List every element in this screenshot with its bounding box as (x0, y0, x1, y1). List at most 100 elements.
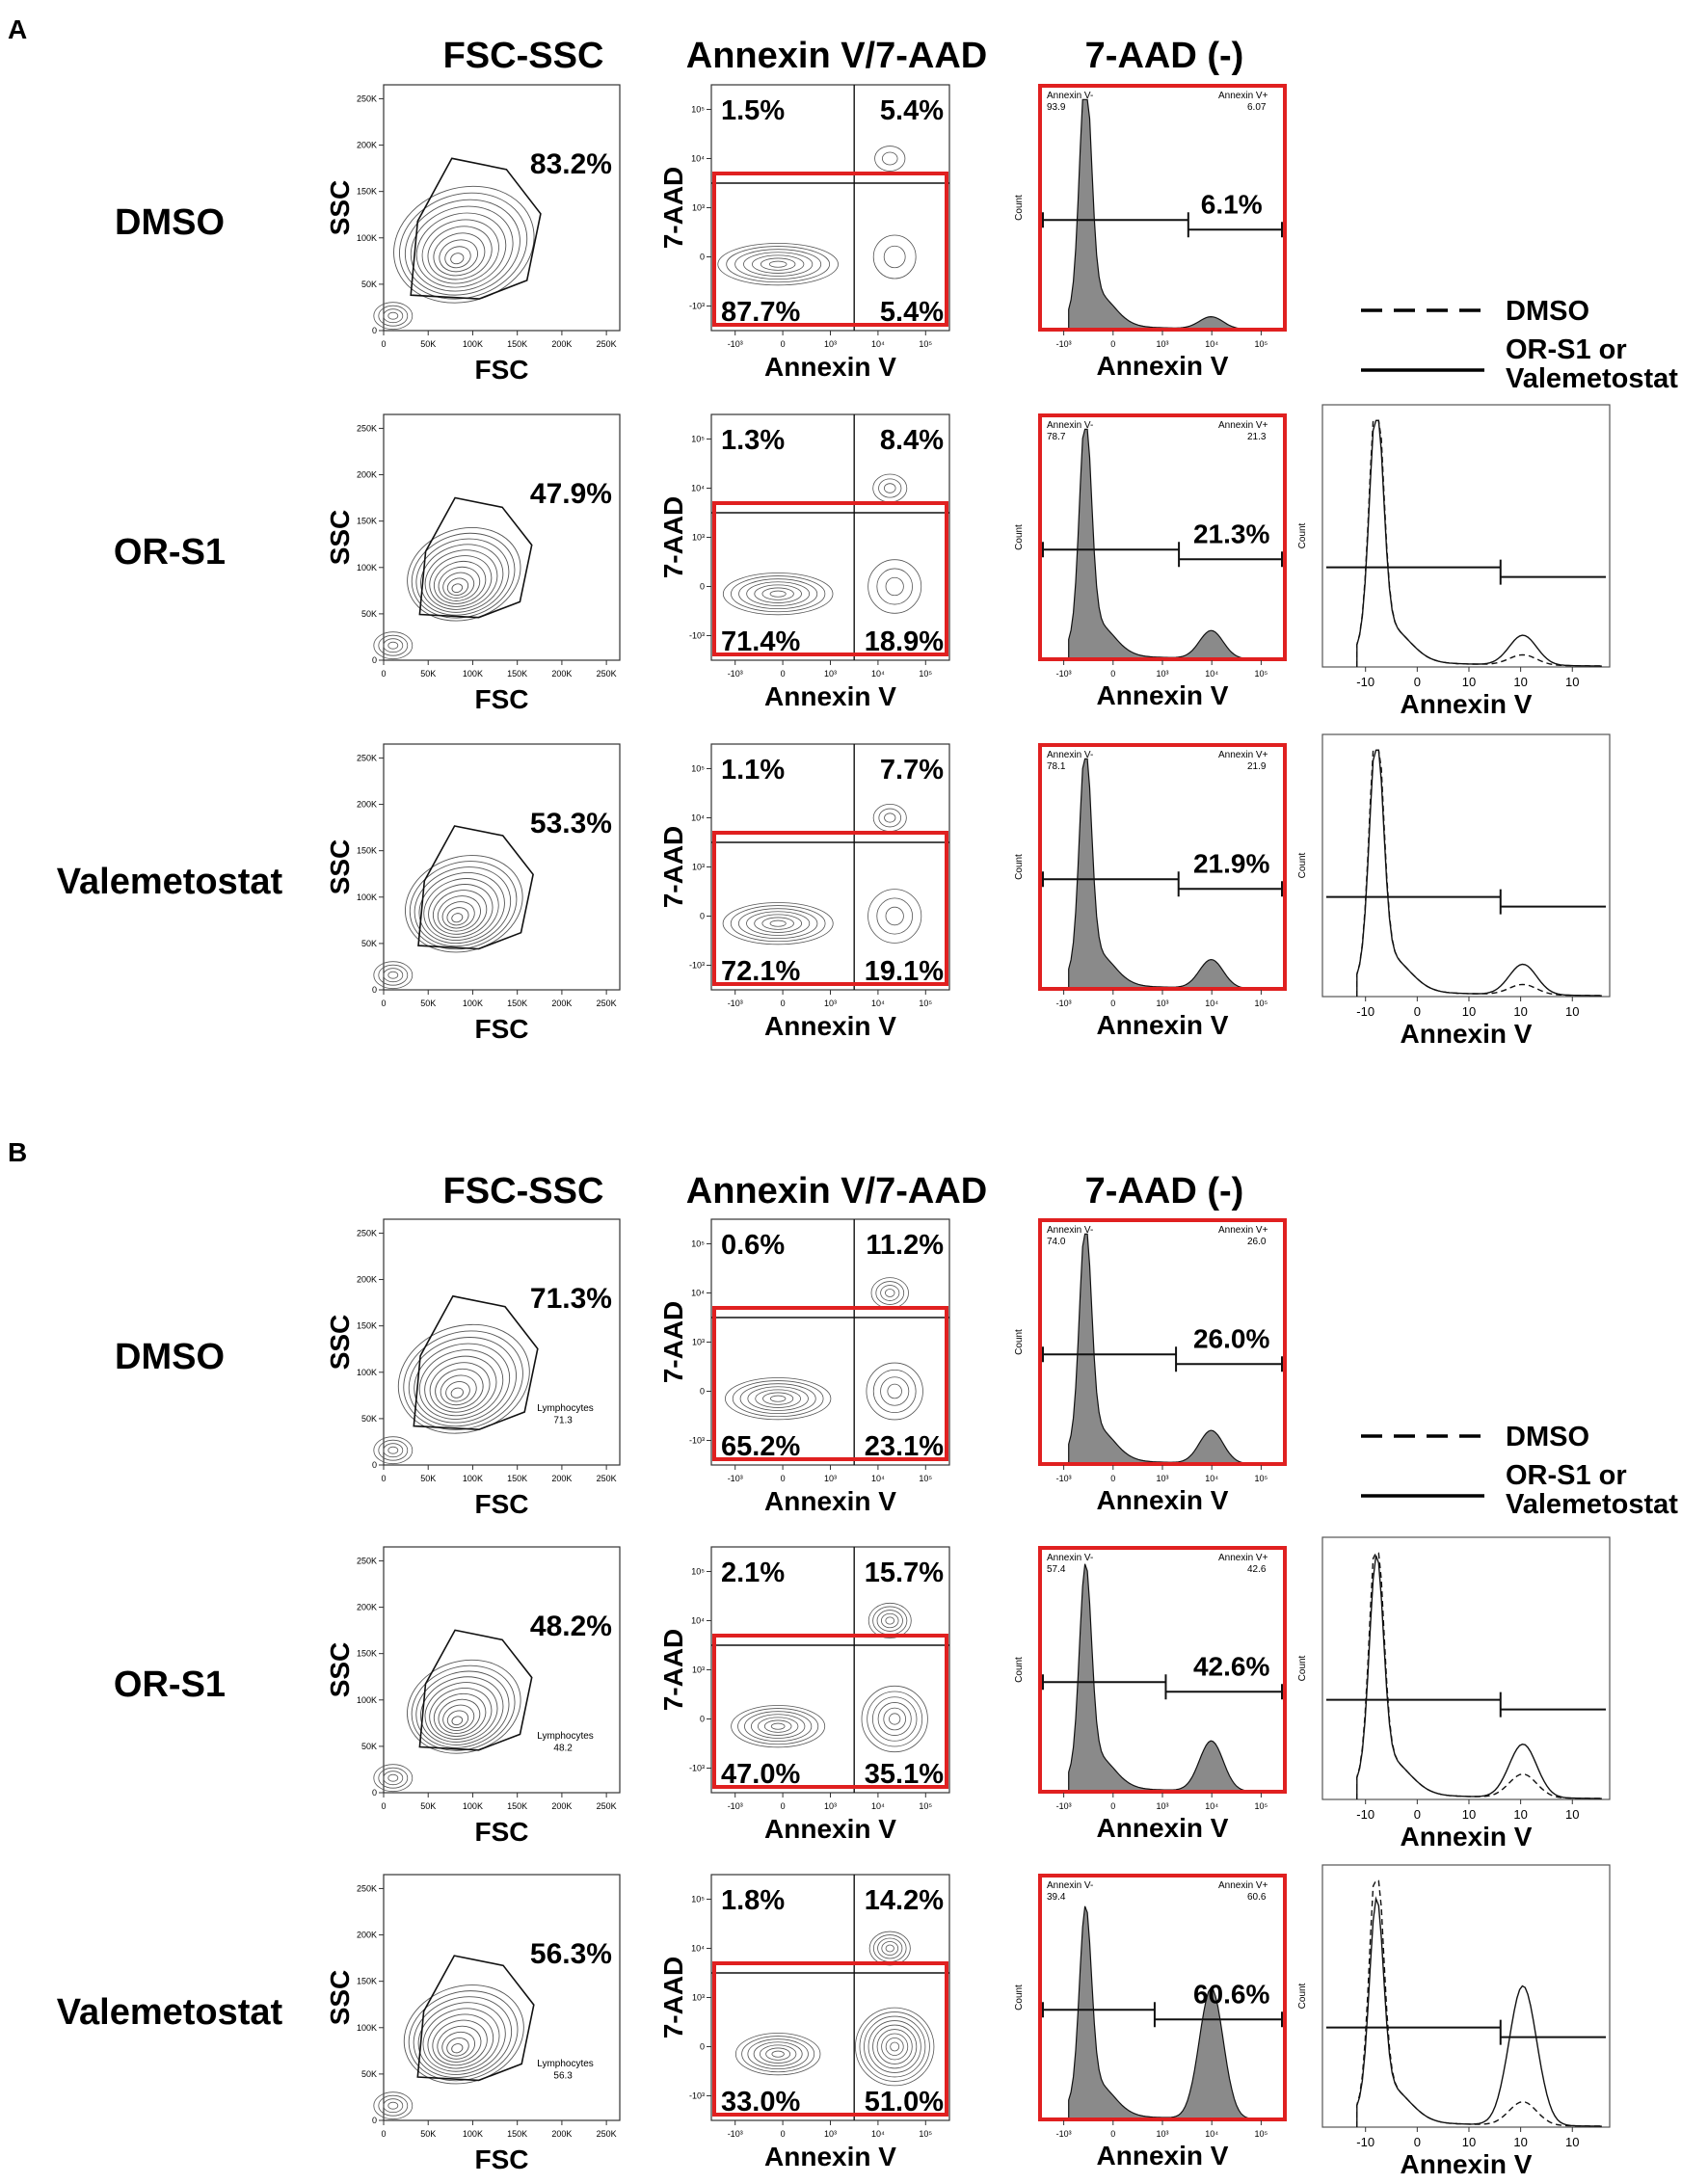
x-tick-label: 10⁵ (1255, 1474, 1268, 1483)
aad-axis-label: 7-AAD (658, 496, 688, 579)
x-tick-label: 10 (1462, 1004, 1476, 1019)
late-apoptotic-contour (867, 1602, 912, 1639)
live-cell-contour (734, 2033, 821, 2076)
fsc-axis-label: FSC (475, 1014, 529, 1044)
y-tick-label: 150K (357, 1977, 377, 1986)
x-tick-label: 10⁵ (1255, 2129, 1268, 2139)
x-tick-label: 0 (781, 1474, 786, 1483)
density-contour (415, 538, 510, 616)
x-tick-label: 0 (1414, 1807, 1421, 1822)
live-cell-contour (722, 902, 834, 946)
annexin-positive-value: 60.6 (1247, 1892, 1267, 1903)
y-tick-label: 150K (357, 846, 377, 856)
x-tick-label: 0 (1110, 1801, 1115, 1811)
x-tick-label: 10 (1565, 675, 1579, 689)
ssc-axis-label: SSC (325, 180, 355, 236)
quadrant-ul-value: 0.6% (721, 1230, 785, 1261)
histogram-highlight-box (1038, 1546, 1287, 1794)
live-cell-contour (747, 1386, 809, 1411)
early-apoptotic-contour (887, 1383, 902, 1399)
x-tick-label: 200K (551, 339, 572, 349)
quadrant-ul-value: 1.5% (721, 95, 785, 126)
y-tick-label: 50K (361, 1742, 377, 1751)
early-apoptotic-contour (867, 2020, 921, 2073)
debris-contour (373, 631, 414, 660)
count-axis-label: Count (1297, 1655, 1308, 1681)
annexin-positive-percentage: 21.3% (1193, 519, 1269, 548)
early-apoptotic-contour (872, 1370, 917, 1413)
x-tick-label: -10³ (728, 2129, 743, 2139)
early-apoptotic-contour (859, 2011, 930, 2082)
quadrant-lr-value: 35.1% (865, 1759, 944, 1790)
quadrant-ul-value: 2.1% (721, 1558, 785, 1588)
x-tick-label: 10³ (1156, 1474, 1168, 1483)
y-tick-label: 10⁴ (691, 1944, 705, 1954)
count-axis-label: Count (1297, 522, 1308, 548)
x-tick-label: 10⁵ (919, 999, 932, 1008)
overlay-frame (1321, 404, 1611, 668)
x-tick-label: -10³ (1056, 1801, 1072, 1811)
y-tick-label: 100K (357, 2023, 377, 2033)
x-tick-label: 250K (597, 339, 617, 349)
x-tick-label: 0 (381, 669, 386, 679)
quadrant-ll-value: 72.1% (721, 956, 800, 987)
aad-axis-label: 7-AAD (658, 1957, 688, 2039)
density-contour (446, 577, 469, 597)
legend-label-treated: OR-S1 or (1506, 1460, 1627, 1491)
density-contour (427, 2013, 494, 2069)
density-contour (450, 253, 465, 265)
x-tick-label: 10³ (824, 1474, 837, 1483)
live-cell-contour (738, 578, 818, 610)
x-tick-label: -10³ (1056, 999, 1072, 1008)
y-tick-label: 100K (357, 563, 377, 573)
y-tick-label: 10³ (692, 1665, 705, 1675)
y-tick-label: 10⁴ (691, 154, 705, 164)
x-tick-label: 150K (507, 2129, 527, 2139)
density-contour (415, 212, 507, 288)
density-contour (446, 907, 469, 926)
density-contour (444, 246, 471, 269)
annexin-axis-label: Annexin V (1097, 351, 1229, 381)
annexin-positive-value: 21.3 (1247, 432, 1267, 442)
live-cell-contour (746, 911, 811, 936)
x-tick-label: 50K (420, 999, 436, 1008)
condition-label: OR-S1 (114, 1665, 226, 1705)
x-tick-label: 10³ (824, 999, 837, 1008)
aad-axis-label: 7-AAD (658, 1629, 688, 1712)
debris-contour (383, 2098, 404, 2114)
annexin-negative-value: 93.9 (1047, 102, 1066, 113)
histogram-highlight-box (1038, 1218, 1287, 1466)
quadrant-lr-value: 18.9% (865, 626, 944, 657)
annexin-positive-label: Annexin V+ (1218, 91, 1268, 101)
x-tick-label: 10 (1513, 675, 1527, 689)
early-apoptotic-contour (876, 568, 913, 605)
live-cell-contour (755, 1389, 802, 1408)
y-tick-label: 0 (372, 1788, 377, 1798)
live-cell-contour (761, 587, 794, 600)
column-header: FSC-SSC (443, 1171, 604, 1212)
late-apoptotic-contour (874, 146, 906, 172)
y-tick-label: 200K (357, 1603, 377, 1612)
debris-contour (383, 1771, 404, 1786)
scatter-plot-frame (383, 743, 621, 991)
y-tick-label: 0 (372, 2116, 377, 2125)
aad-negative-gate (712, 1306, 948, 1461)
debris-contour (387, 641, 399, 650)
density-contour (422, 2008, 500, 2072)
y-tick-label: 10⁵ (691, 1239, 705, 1249)
condition-label: DMSO (115, 1337, 225, 1377)
debris-contour (387, 1773, 399, 1782)
gate-percentage: 83.2% (530, 148, 612, 180)
aad-negative-gate (712, 1634, 948, 1789)
annexin-positive-percentage: 26.0% (1193, 1323, 1269, 1353)
density-contour (433, 1692, 487, 1737)
annexin-positive-value: 42.6 (1247, 1564, 1267, 1575)
annexin-axis-label: Annexin V (764, 681, 896, 711)
x-tick-label: 10⁴ (871, 339, 885, 349)
y-tick-label: 10⁵ (691, 764, 705, 774)
y-tick-label: 200K (357, 1931, 377, 1940)
row-dmso: DMSO0050K50K100K100K150K150K200K200K250K… (115, 1218, 1287, 1519)
density-contour (446, 2038, 469, 2057)
